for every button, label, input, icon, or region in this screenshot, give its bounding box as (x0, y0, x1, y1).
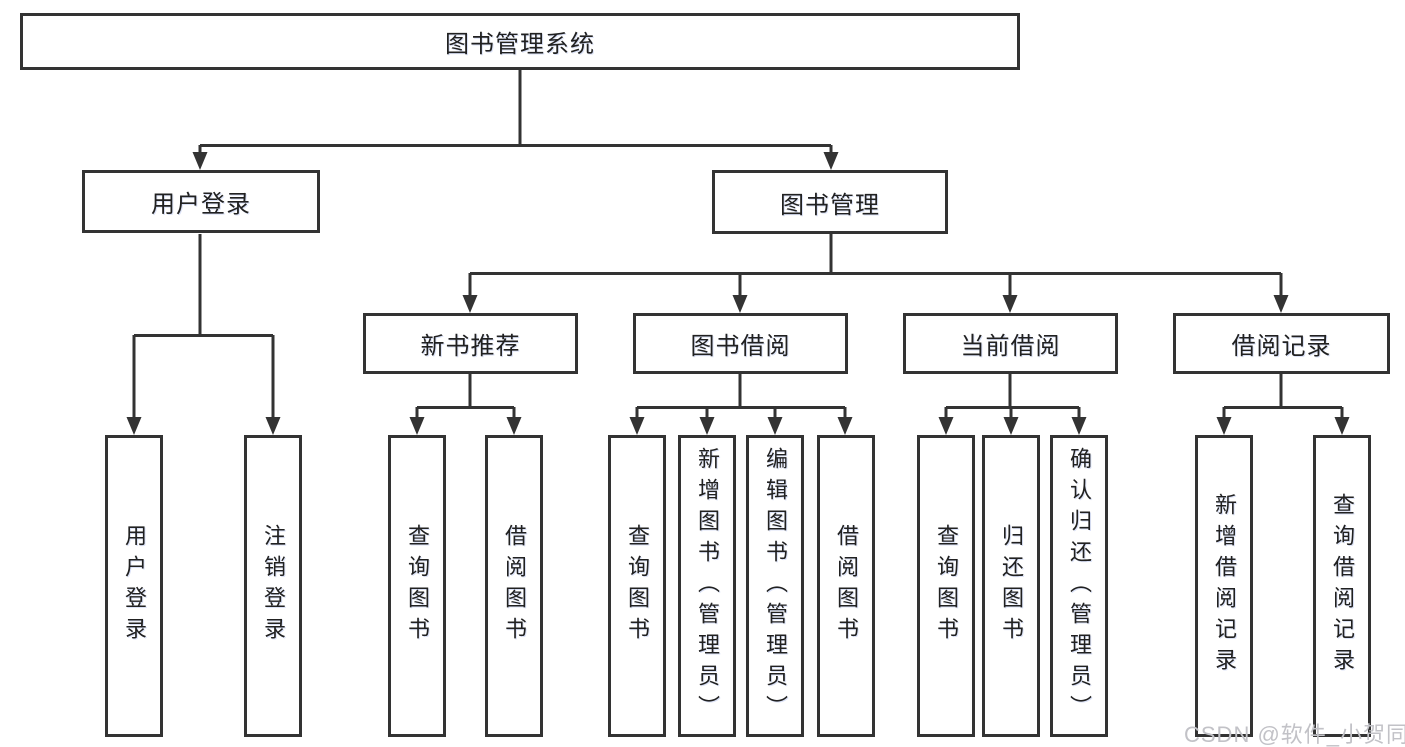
leaf-add-borrow-record: 新增借阅记录 (1195, 435, 1253, 737)
leaf-borrow-books: 借阅图书 (817, 435, 875, 737)
leaf-label: 借阅图书 (834, 524, 859, 648)
tree-connector-lines (132, 70, 1344, 420)
node-label: 图书管理 (780, 191, 880, 219)
node-user-login: 用户登录 (82, 170, 320, 233)
leaf-logout: 注销登录 (244, 435, 302, 737)
node-new-book-recommendation: 新书推荐 (363, 313, 578, 374)
leaf-add-books-admin: 新增图书（管理员） (678, 435, 736, 737)
leaf-label: 确认归还（管理员） (1067, 446, 1092, 726)
leaf-query-borrow-record: 查询借阅记录 (1313, 435, 1371, 737)
leaf-label: 归还图书 (999, 524, 1024, 648)
node-book-management: 图书管理 (712, 170, 948, 234)
leaf-label: 新增借阅记录 (1212, 493, 1237, 679)
leaf-label: 编辑图书（管理员） (763, 446, 788, 726)
leaf-user-login: 用户登录 (105, 435, 163, 737)
leaf-label: 用户登录 (122, 524, 147, 648)
node-label: 借阅记录 (1231, 333, 1332, 360)
leaf-label: 查询图书 (625, 524, 650, 648)
leaf-label: 新增图书（管理员） (695, 446, 720, 726)
leaf-query-books-current: 查询图书 (917, 435, 975, 737)
leaf-query-books-recommend: 查询图书 (388, 435, 446, 737)
leaf-edit-books-admin: 编辑图书（管理员） (746, 435, 804, 737)
leaf-label: 查询图书 (405, 524, 430, 648)
node-label: 新书推荐 (420, 333, 521, 360)
node-book-borrowing: 图书借阅 (633, 313, 848, 374)
leaf-borrow-books-recommend: 借阅图书 (485, 435, 543, 737)
leaf-query-books-borrow: 查询图书 (608, 435, 666, 737)
node-label: 当前借阅 (960, 333, 1061, 360)
node-label: 图书管理系统 (445, 31, 595, 58)
leaf-confirm-return-admin: 确认归还（管理员） (1050, 435, 1108, 737)
leaf-label: 注销登录 (261, 524, 286, 648)
node-label: 用户登录 (151, 191, 251, 218)
leaf-return-books: 归还图书 (982, 435, 1040, 737)
csdn-watermark: CSDN @软件_小贺同学 (1184, 722, 1405, 747)
node-library-management-system: 图书管理系统 (20, 13, 1020, 70)
leaf-label: 查询图书 (934, 524, 959, 648)
leaf-label: 查询借阅记录 (1330, 493, 1355, 679)
node-current-borrowing: 当前借阅 (903, 313, 1118, 374)
leaf-label: 借阅图书 (502, 524, 527, 648)
node-borrowing-records: 借阅记录 (1173, 313, 1390, 374)
node-label: 图书借阅 (690, 333, 791, 360)
